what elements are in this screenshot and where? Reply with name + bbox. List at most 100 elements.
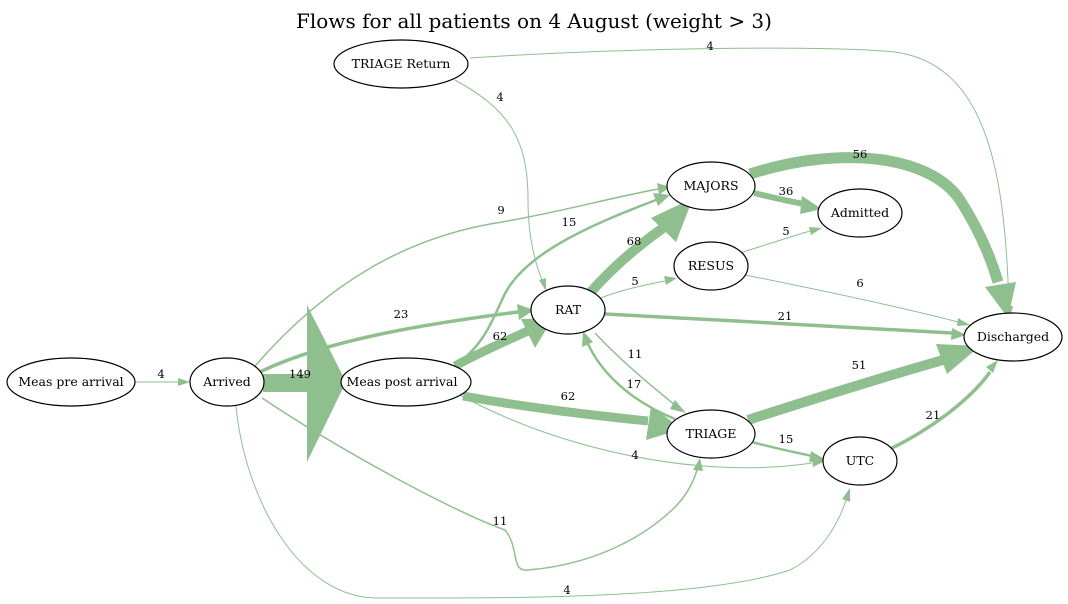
edge-weight-label: 4	[496, 90, 503, 104]
node-label: Meas pre arrival	[18, 374, 123, 389]
edge-line	[600, 280, 666, 299]
node-ellipse	[822, 436, 898, 486]
edge-line	[451, 198, 657, 370]
edge-weight-label: 56	[853, 147, 868, 161]
edge-triage-to-discharged: 51	[746, 344, 980, 425]
edge-line	[744, 274, 959, 323]
edge-wide-arrow	[263, 305, 346, 462]
edge-weight-label: 21	[926, 408, 941, 422]
edge-arrowhead	[651, 198, 693, 242]
edge-line	[746, 355, 945, 425]
edge-arrowhead	[985, 282, 1016, 318]
edge-weight-label: 4	[706, 39, 713, 53]
node-meas-post-arrival[interactable]: Meas post arrival	[340, 357, 472, 407]
edge-arrowhead	[670, 400, 686, 413]
edge-line	[748, 152, 1004, 284]
edge-rat-to-majors: 68	[586, 198, 693, 297]
edge-line	[739, 230, 811, 254]
node-discharged[interactable]: Discharged	[963, 312, 1063, 362]
edge-arrowhead	[800, 196, 822, 214]
edge-weight-label: 51	[852, 358, 867, 372]
edge-weight-label: 21	[778, 309, 793, 323]
node-label: Admitted	[830, 205, 889, 220]
node-label: TRIAGE Return	[352, 56, 451, 71]
edge-line	[454, 79, 543, 281]
node-resus[interactable]: RESUS	[673, 241, 749, 291]
node-ellipse	[673, 241, 749, 291]
edge-weight-label: 4	[563, 583, 570, 597]
edge-arrowhead	[539, 278, 546, 291]
node-arrived[interactable]: Arrived	[189, 357, 265, 407]
edge-line	[586, 343, 676, 421]
edge-line	[254, 188, 659, 367]
edge-line	[259, 310, 519, 374]
node-label: Meas post arrival	[347, 374, 458, 389]
edge-arrived-to-rat: 23	[259, 304, 534, 374]
node-ellipse	[6, 357, 136, 407]
edge-weight-label: 9	[497, 203, 504, 217]
node-ellipse	[963, 312, 1063, 362]
edge-weight-label: 11	[628, 347, 643, 361]
edge-weight-label: 5	[631, 274, 638, 288]
edge-arrowhead	[653, 193, 670, 206]
edge-weight-label: 62	[561, 389, 576, 403]
node-label: UTC	[846, 453, 874, 468]
edge-utc-to-discharged: 21	[887, 360, 998, 452]
edge-weight-label: 4	[631, 448, 638, 462]
node-label: MAJORS	[683, 178, 738, 193]
edge-weight-label: 4	[157, 367, 164, 381]
edge-arrowhead	[809, 227, 822, 235]
node-meas-pre-arrival[interactable]: Meas pre arrival	[6, 357, 136, 407]
edge-weight-label: 6	[856, 276, 863, 290]
edge-arrowhead	[986, 360, 998, 373]
node-ellipse	[666, 161, 756, 211]
edge-arrived-to-meas-post-arrival: 149	[263, 305, 346, 462]
edge-arrowhead	[517, 304, 534, 320]
edge-arrowhead	[951, 328, 966, 340]
diagram-title: Flows for all patients on 4 August (weig…	[296, 9, 772, 33]
edge-line	[235, 405, 847, 599]
node-triage-return[interactable]: TRIAGE Return	[333, 39, 469, 89]
node-label: RAT	[555, 302, 582, 317]
edge-weight-label: 23	[394, 307, 409, 321]
edge-arrowhead	[664, 276, 677, 285]
node-admitted[interactable]: Admitted	[817, 188, 903, 238]
edge-line	[887, 370, 992, 452]
node-majors[interactable]: MAJORS	[666, 161, 756, 211]
node-rat[interactable]: RAT	[530, 285, 606, 335]
edges: 4 149 23 9 11 4	[135, 39, 1016, 599]
node-label: TRIAGE	[686, 426, 737, 441]
edge-weight-label: 17	[627, 377, 642, 391]
edge-weight-label: 36	[779, 184, 794, 198]
edge-weight-label: 149	[289, 367, 311, 381]
node-ellipse	[666, 409, 756, 459]
edge-line	[459, 394, 813, 469]
edge-arrowhead	[957, 318, 970, 326]
edge-weight-label: 62	[493, 329, 508, 343]
edge-weight-label: 11	[493, 514, 508, 528]
node-triage[interactable]: TRIAGE	[666, 409, 756, 459]
edge-arrowhead	[178, 378, 190, 386]
edge-line	[261, 397, 698, 571]
edge-line	[462, 391, 649, 426]
edge-meas-post-arrival-to-majors: 15	[451, 193, 670, 370]
node-ellipse	[333, 39, 469, 89]
edge-resus-to-admitted: 5	[739, 224, 822, 254]
node-ellipse	[189, 357, 265, 407]
edge-weight-label: 15	[779, 432, 794, 446]
node-utc[interactable]: UTC	[822, 436, 898, 486]
node-ellipse	[530, 285, 606, 335]
edge-weight-label: 15	[562, 215, 577, 229]
edge-triage-to-rat: 17	[582, 331, 676, 421]
edge-line	[586, 223, 666, 297]
edge-arrowhead	[693, 458, 703, 471]
edge-arrived-to-utc: 4	[235, 405, 850, 599]
node-label: RESUS	[688, 258, 734, 273]
edge-arrowhead	[582, 331, 593, 347]
edge-rat-to-triage: 11	[594, 332, 686, 413]
edge-triage-return-to-rat: 4	[454, 79, 546, 291]
node-label: Arrived	[202, 374, 250, 389]
edge-resus-to-discharged: 6	[744, 274, 970, 326]
nodes: Meas pre arrival Arrived Meas post arriv…	[6, 39, 1063, 486]
